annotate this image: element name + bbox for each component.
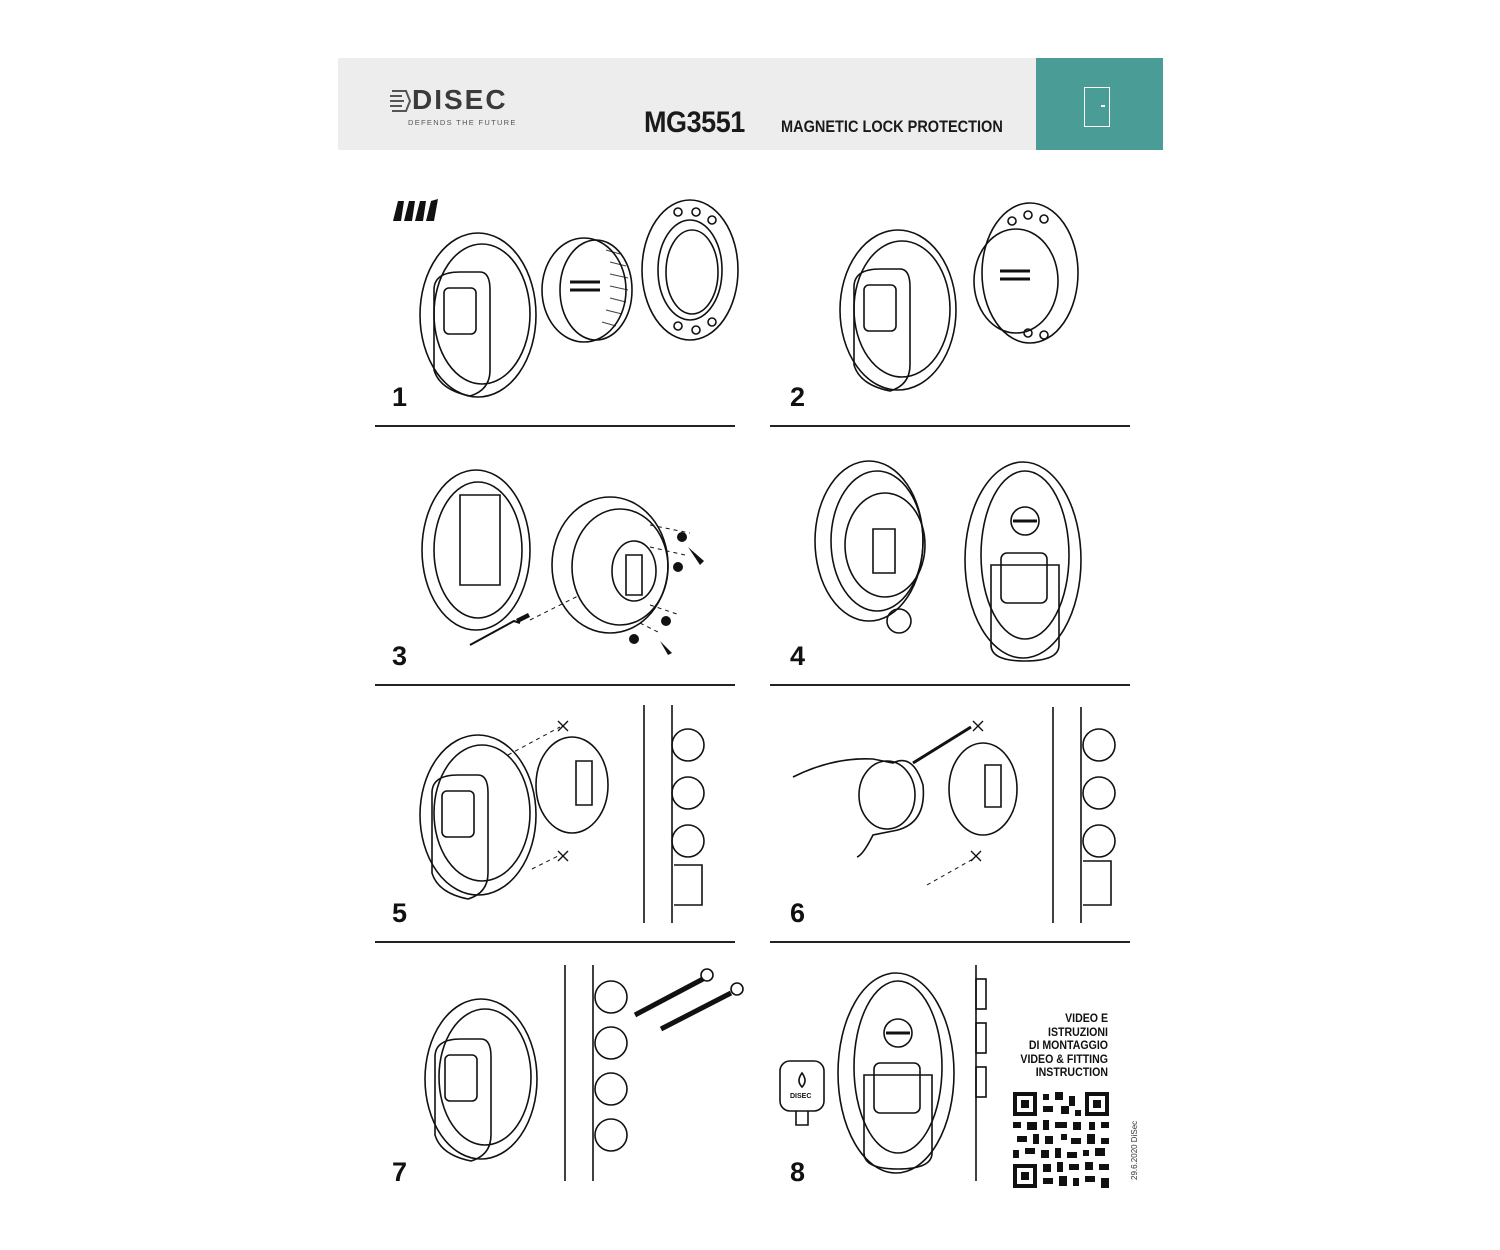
step-number-2: 2 — [790, 382, 806, 412]
category-panel — [1036, 58, 1163, 150]
step-number-3: 3 — [392, 641, 408, 671]
step-divider — [375, 684, 735, 686]
hex-key-tools-icon — [393, 199, 438, 221]
video-line: VIDEO E — [1065, 1013, 1108, 1025]
door-icon — [1084, 87, 1110, 127]
step-4-illustration — [814, 460, 1082, 662]
step-7-illustration — [424, 965, 744, 1181]
step-number-8: 8 — [790, 1157, 806, 1187]
video-line: INSTRUCTION — [1035, 1067, 1108, 1079]
brand-tagline: DEFENDS THE FUTURE — [408, 118, 517, 127]
step-number-7: 7 — [392, 1157, 408, 1187]
step-divider — [770, 941, 1130, 943]
video-line: VIDEO & FITTING — [1020, 1053, 1108, 1066]
brand-logo: DISEC DEFENDS THE FUTURE — [390, 84, 520, 130]
logo-stripes-icon — [390, 90, 412, 112]
header-bar: DISEC DEFENDS THE FUTURE MG3551 MAGNETIC… — [338, 58, 1163, 150]
video-line: ISTRUZIONI — [1048, 1026, 1108, 1039]
step-6-illustration — [792, 707, 1116, 923]
video-instructions-label: VIDEO E ISTRUZIONI DI MONTAGGIO VIDEO & … — [1010, 1013, 1108, 1081]
step-divider — [770, 684, 1130, 686]
step-2-illustration — [839, 202, 1079, 392]
step-number-4: 4 — [790, 641, 806, 671]
print-date: 29.6.2020 DiSec — [1130, 1120, 1139, 1180]
brand-name: DISEC — [412, 84, 508, 115]
qr-code-icon[interactable] — [1013, 1092, 1109, 1188]
step-divider — [770, 425, 1130, 427]
step-number-5: 5 — [392, 898, 408, 928]
step-3-illustration — [421, 469, 704, 655]
step-number-6: 6 — [790, 898, 806, 928]
step-1-illustration — [419, 199, 739, 398]
step-number-1: 1 — [392, 382, 408, 412]
step-divider — [375, 425, 735, 427]
step-8-illustration: DISEC — [779, 965, 987, 1181]
step-5-illustration — [419, 705, 705, 923]
step-divider — [375, 941, 735, 943]
video-line: DI MONTAGGIO — [1028, 1040, 1108, 1052]
key-brand-label: DISEC — [790, 1093, 811, 1100]
product-subtitle: MAGNETIC LOCK PROTECTION — [781, 118, 1003, 136]
model-number: MG3551 — [644, 106, 745, 139]
